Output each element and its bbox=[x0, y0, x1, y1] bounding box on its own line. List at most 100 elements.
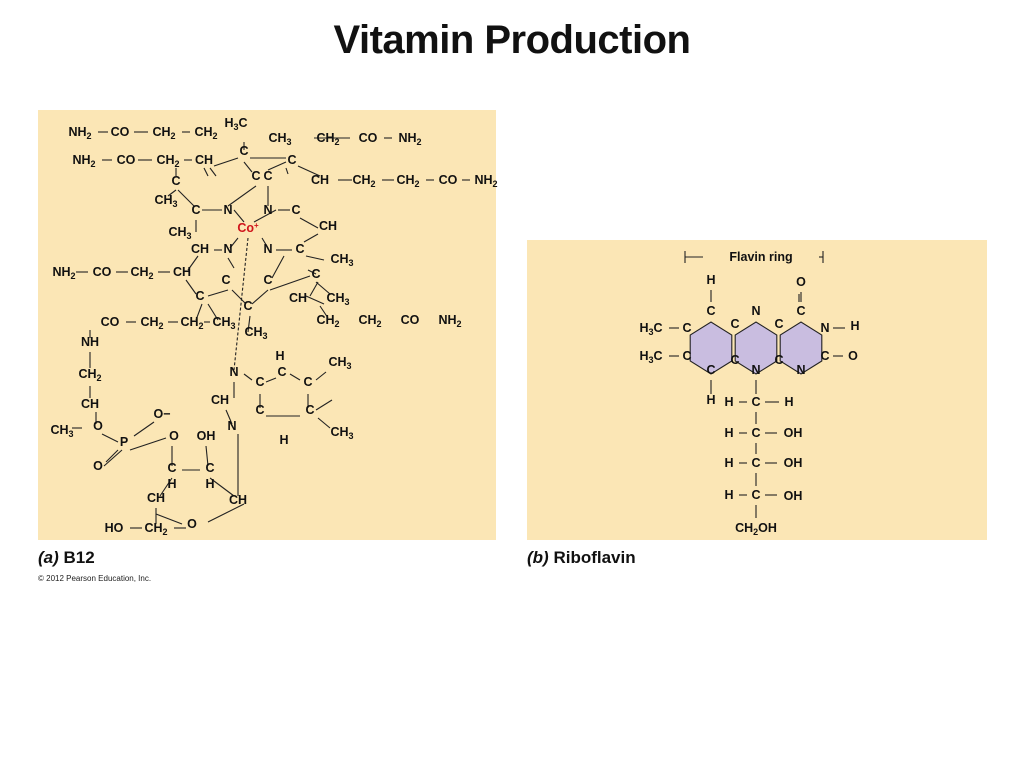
atom-label: OH bbox=[197, 429, 216, 443]
atom-label: H3C bbox=[639, 321, 662, 337]
atom-label: C bbox=[191, 203, 200, 217]
atom-label: CH2OH bbox=[735, 521, 777, 537]
atom-label: N bbox=[751, 304, 760, 318]
atom-label: C bbox=[291, 203, 300, 217]
atom-label: H bbox=[167, 477, 176, 491]
atom-label: CH3 bbox=[50, 423, 73, 439]
atom-label: H bbox=[724, 395, 733, 409]
atom-label: C bbox=[255, 403, 264, 417]
atom-label: H bbox=[724, 456, 733, 470]
atom-label: H bbox=[275, 349, 284, 363]
bond-line bbox=[225, 409, 233, 425]
atom-label: C bbox=[774, 317, 783, 331]
bond-line bbox=[307, 269, 317, 275]
bond-line bbox=[319, 305, 329, 319]
bond-line bbox=[167, 189, 177, 197]
atom-label: CH3 bbox=[244, 325, 267, 341]
atom-label: CH3 bbox=[268, 131, 291, 147]
atom-label: CO bbox=[101, 315, 120, 329]
bond-line bbox=[285, 167, 289, 175]
bond-line bbox=[233, 209, 245, 223]
atom-label: C bbox=[205, 461, 214, 475]
flavin-ring-label: Flavin ring bbox=[729, 250, 792, 264]
atom-label: N bbox=[227, 419, 236, 433]
flavin-ring-hexagon bbox=[734, 321, 778, 375]
bond-line bbox=[271, 255, 285, 279]
atom-label: H bbox=[784, 395, 793, 409]
atom-label: N bbox=[223, 203, 232, 217]
atom-label: CH2 bbox=[396, 173, 419, 189]
atom-label: C bbox=[243, 299, 252, 313]
atom-label: C bbox=[251, 169, 260, 183]
atom-label: CH3 bbox=[328, 355, 351, 371]
atom-label: CH2 bbox=[358, 313, 381, 329]
atom-label: NH2 bbox=[68, 125, 91, 141]
atom-label: C bbox=[171, 174, 180, 188]
atom-label: C bbox=[239, 144, 248, 158]
atom-label: H3C bbox=[639, 349, 662, 365]
atom-label: CH2 bbox=[316, 313, 339, 329]
atom-label: O bbox=[848, 349, 858, 363]
atom-label: C bbox=[287, 153, 296, 167]
bond-line bbox=[207, 303, 219, 321]
bond-line bbox=[305, 255, 325, 261]
atom-label: CH2 bbox=[152, 125, 175, 141]
atom-label: C bbox=[303, 375, 312, 389]
atom-label: H bbox=[279, 433, 288, 447]
atom-label: H3C bbox=[224, 116, 247, 132]
atom-label: C bbox=[682, 349, 691, 363]
atom-label: CH3 bbox=[212, 315, 235, 331]
atom-label: C bbox=[796, 304, 805, 318]
bond-line bbox=[103, 449, 123, 467]
atom-label: CH3 bbox=[168, 225, 191, 241]
atom-label: C bbox=[295, 242, 304, 256]
atom-label: CH bbox=[173, 265, 191, 279]
atom-label: H bbox=[724, 426, 733, 440]
atom-label: O− bbox=[153, 407, 170, 421]
atom-label: CH bbox=[319, 219, 337, 233]
atom-label: CH bbox=[81, 397, 99, 411]
atom-label: CH3 bbox=[330, 252, 353, 268]
atom-label: CH bbox=[211, 393, 229, 407]
atom-label: C bbox=[682, 321, 691, 335]
atom-label: CH3 bbox=[326, 291, 349, 307]
atom-label: N bbox=[820, 321, 829, 335]
atom-label: C bbox=[195, 289, 204, 303]
atom-label: C bbox=[774, 353, 783, 367]
atom-label: N bbox=[229, 365, 238, 379]
atom-label: C bbox=[751, 395, 760, 409]
bond-line bbox=[209, 477, 235, 497]
atom-label: CH bbox=[195, 153, 213, 167]
bond-line bbox=[289, 373, 301, 381]
bond-line bbox=[233, 237, 249, 371]
atom-label: C bbox=[730, 353, 739, 367]
atom-label: O bbox=[93, 459, 103, 473]
bond-line bbox=[213, 157, 239, 167]
b12-caption: (a) B12 bbox=[38, 548, 95, 568]
atom-label: CH bbox=[147, 491, 165, 505]
atom-label: C bbox=[751, 456, 760, 470]
atom-label: C bbox=[263, 273, 272, 287]
atom-label: C bbox=[751, 426, 760, 440]
riboflavin-caption-letter: (b) bbox=[527, 548, 549, 567]
riboflavin-caption: (b) Riboflavin bbox=[527, 548, 636, 568]
atom-label: CO bbox=[439, 173, 458, 187]
atom-label: NH2 bbox=[474, 173, 497, 189]
atom-label: CO bbox=[401, 313, 420, 327]
slide-title: Vitamin Production bbox=[333, 18, 691, 62]
b12-caption-letter: (a) bbox=[38, 548, 59, 567]
atom-label: H bbox=[706, 393, 715, 407]
bond-line bbox=[317, 417, 331, 429]
atom-label: O bbox=[169, 429, 179, 443]
bond-line bbox=[187, 255, 199, 271]
atom-label: HO bbox=[105, 521, 124, 535]
atom-label: OH bbox=[784, 426, 803, 440]
atom-label: CH2 bbox=[140, 315, 163, 331]
atom-label: CH bbox=[289, 291, 307, 305]
bond-line bbox=[305, 295, 325, 305]
bond-line bbox=[207, 289, 229, 297]
atom-label: P bbox=[120, 435, 128, 449]
